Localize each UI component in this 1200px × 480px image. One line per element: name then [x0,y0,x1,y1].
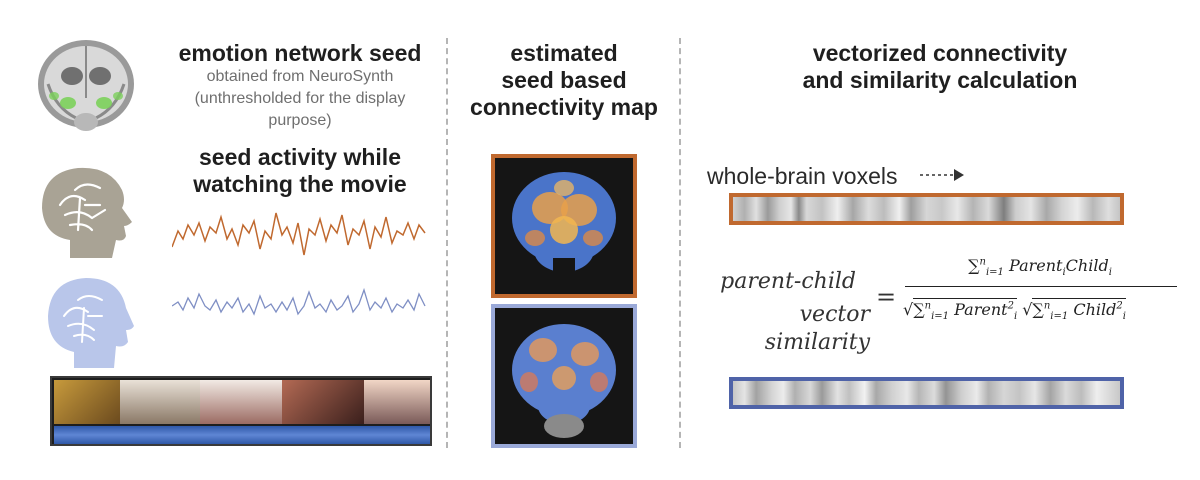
child-head-icon [48,278,134,368]
activity-title-line2: watching the movie [193,171,407,197]
seed-subtitle-line3: purpose) [268,112,332,129]
parent-vector-bar [729,193,1124,225]
voxels-label: whole-brain voxels [707,163,898,189]
seed-title: emotion network seed [178,40,422,66]
activity-title-line1: seed activity while [199,144,401,170]
formula-fraction-line [905,286,1177,287]
formula-numerator: ∑ni=1 ParentiChildi [968,256,1112,279]
parent-connectivity-map [491,154,637,298]
child-brain-image [512,324,616,438]
similarity-label-line2: vector similarity [764,302,870,355]
parent-brain-image [512,172,616,278]
connectivity-title-line1: estimated [510,40,618,66]
connectivity-title-line2: seed based [501,67,627,93]
movie-frame-5 [364,380,430,424]
movie-frame-1 [54,380,120,424]
movie-filmstrip [50,376,432,446]
seed-subtitle-line1: obtained from NeuroSynth [206,68,394,85]
parent-timeseries-line [172,212,426,256]
dashed-arrow-icon [920,169,964,181]
vector-title-line1: vectorized connectivity [812,40,1068,66]
seed-subtitle-line2: (unthresholded for the display [194,90,406,107]
connectivity-title-line3: connectivity map [470,94,658,120]
similarity-label-line1: parent-child [720,269,856,294]
formula-denominator: √∑ni=1 Parent2i √∑ni=1 Child2i [903,298,1126,323]
movie-frame-4 [282,380,364,424]
divider-right [679,38,681,448]
child-timeseries-line [172,287,426,316]
movie-frame-3 [200,380,282,424]
divider-left [446,38,448,448]
movie-audio-track [54,426,430,444]
child-connectivity-map [491,304,637,448]
parent-head-icon [42,167,132,258]
equals-sign: = [876,283,897,311]
movie-frame-2 [120,380,200,424]
vector-title-line2: and similarity calculation [802,67,1078,93]
seed-brain-image [38,40,134,131]
child-vector-bar [729,377,1124,409]
